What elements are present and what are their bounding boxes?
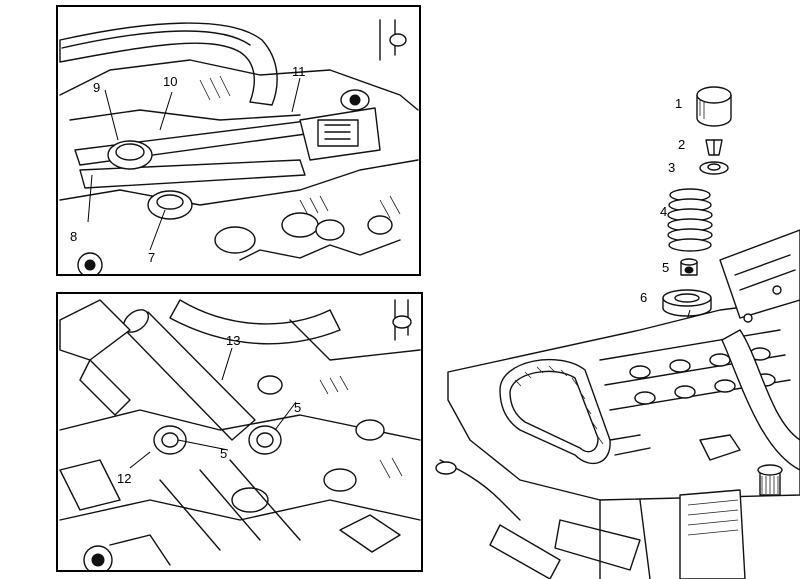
callout-5-lower: 5 — [220, 446, 227, 461]
callout-7: 7 — [148, 250, 155, 265]
callout-1: 1 — [675, 96, 682, 111]
keepers-part — [705, 139, 723, 156]
valve-spring-part — [667, 188, 713, 252]
callout-11: 11 — [292, 64, 306, 79]
callout-13: 13 — [226, 333, 240, 348]
callout-3: 3 — [668, 160, 675, 175]
callout-5-exploded: 5 — [662, 260, 669, 275]
retainer-part — [699, 161, 729, 175]
cylinder-head-drawing — [435, 229, 800, 579]
tappet-part — [696, 86, 732, 127]
stem-seal-part — [680, 258, 698, 276]
callout-4: 4 — [660, 204, 667, 219]
spring-seat-part — [662, 289, 712, 317]
exploded-valve-assembly: 1 2 3 4 5 6 — [640, 86, 732, 429]
top-panel: 9 10 11 8 7 — [56, 5, 421, 276]
bottom-panel: 13 5 5 12 — [56, 292, 423, 572]
callout-12: 12 — [117, 471, 131, 486]
callout-6: 6 — [640, 290, 647, 305]
callout-8: 8 — [70, 229, 77, 244]
callout-9: 9 — [93, 80, 100, 95]
callout-5-upper: 5 — [294, 400, 301, 415]
callout-2: 2 — [678, 137, 685, 152]
callout-10: 10 — [163, 74, 177, 89]
